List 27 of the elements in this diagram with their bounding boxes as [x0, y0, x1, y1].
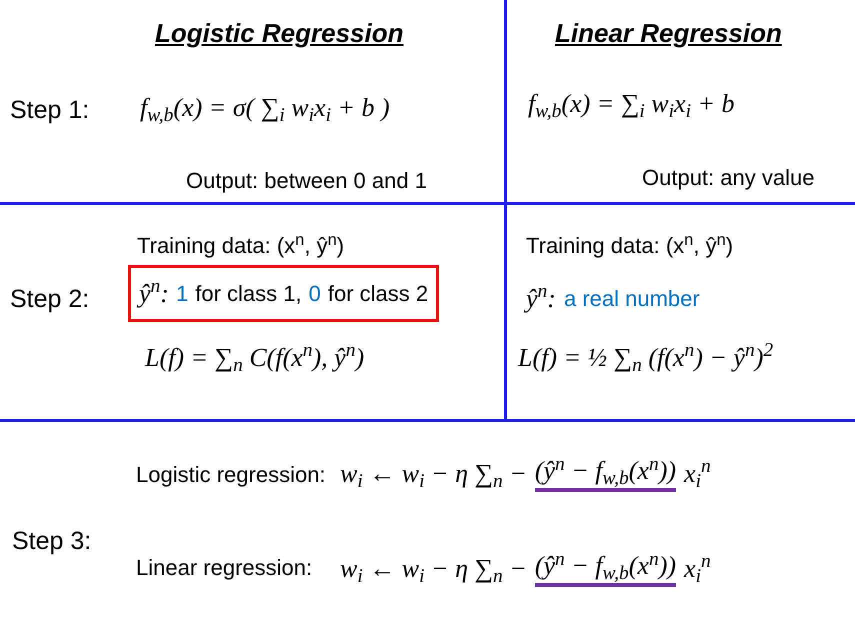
class-label-text: for class 2 — [328, 280, 428, 308]
underlined-term: (ŷ$^{n}$ − f$_{w,b}$(x$^{n}$)) — [534, 550, 676, 587]
step-label: Step 3: — [12, 526, 92, 557]
step-label: Step 1: — [10, 95, 90, 126]
highlight-box — [128, 265, 440, 322]
rule-name: Logistic regression: — [136, 461, 326, 489]
formula: ŷ$^{n}$: — [526, 279, 556, 318]
class-label-text: 1 — [176, 280, 188, 308]
formula: L(f) = ∑$_{n}$ C(f(x$^{n}$), ŷ$^{n}$) — [145, 339, 364, 377]
formula: ŷ$^{n}$: — [139, 274, 169, 313]
rule-name: Linear regression: — [136, 554, 312, 582]
target-description: a real number — [564, 285, 700, 313]
class-label-text: for class 1, — [195, 280, 302, 308]
underlined-term: (ŷ$^{n}$ − f$_{w,b}$(x$^{n}$)) — [534, 455, 676, 492]
class-label-text: 0 — [308, 280, 321, 308]
formula: L(f) = ½ ∑$_{n}$ (f(x$^{n}$) − ŷ$^{n}$)$^{2}$ — [518, 339, 774, 377]
formula: w$_{i}$ ← w$_{i}$ − η ∑$_{n}$ − — [340, 458, 527, 493]
output-note: Output: between 0 and 1 — [186, 167, 427, 195]
formula: w$_{i}$ ← w$_{i}$ − η ∑$_{n}$ − — [340, 553, 527, 588]
formula: f$_{w,b}$(x) = ∑$_{i}$ w$_{i}$x$_{i}$ + b — [528, 88, 735, 123]
training-data-text: Training data: (x$^{n}$, ŷ$^{n}$) — [137, 230, 344, 260]
step-label: Step 2: — [10, 284, 90, 315]
column-heading: Logistic Regression — [155, 17, 404, 50]
training-data-text: Training data: (x$^{n}$, ŷ$^{n}$) — [526, 230, 734, 260]
output-note: Output: any value — [642, 164, 814, 192]
formula: f$_{w,b}$(x) = σ( ∑$_{i}$ w$_{i}$x$_{i}$ + b ) — [140, 92, 390, 127]
column-heading: Linear Regression — [555, 17, 782, 50]
